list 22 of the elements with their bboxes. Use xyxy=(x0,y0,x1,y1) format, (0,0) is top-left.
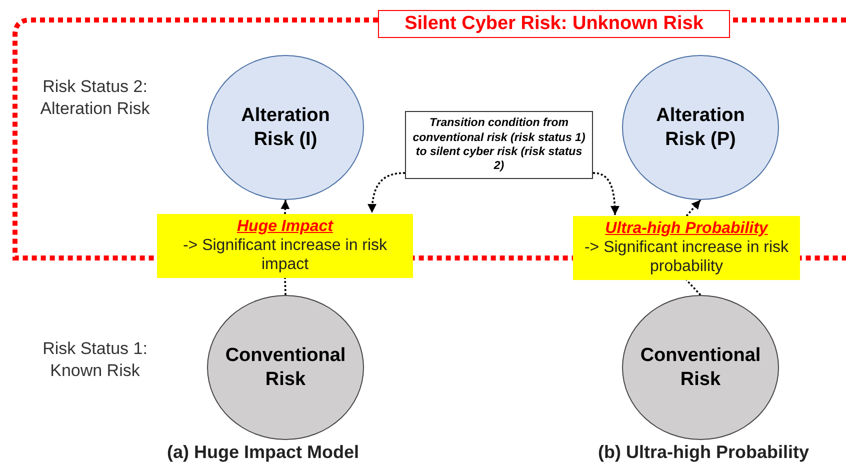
risk-circle: Conventional Risk xyxy=(622,295,779,440)
status-label: Risk Status 1: Known Risk xyxy=(42,338,148,382)
dotted-line xyxy=(686,279,702,296)
risk-circle: Conventional Risk xyxy=(207,295,364,440)
condition-text: -> Significant increase in risk probability xyxy=(583,238,790,277)
condition-heading: Huge Impact xyxy=(236,217,334,236)
dotted-arrow xyxy=(368,172,406,214)
dotted-arrow xyxy=(592,172,620,216)
risk-circle: Alteration Risk (I) xyxy=(207,55,364,200)
risk-circle: Alteration Risk (P) xyxy=(622,55,779,200)
condition-box xyxy=(573,216,800,280)
condition-heading: Ultra-high Probability xyxy=(604,219,770,238)
caption: (b) Ultra-high Probability xyxy=(598,442,809,463)
note-box: Transition condition from conventional risk (risk status 1) to silent cyber risk (risk status 2) xyxy=(405,111,593,179)
dotted-arrow xyxy=(280,200,290,214)
status-label: Risk Status 2: Alteration Risk xyxy=(39,76,151,120)
dotted-arrow xyxy=(686,199,702,217)
region-title: Silent Cyber Risk: Unknown Risk xyxy=(378,10,730,38)
caption: (a) Huge Impact Model xyxy=(167,442,360,463)
dotted-line xyxy=(284,278,286,296)
condition-text: -> Significant increase in risk impact xyxy=(182,236,388,275)
condition-box xyxy=(157,214,413,278)
